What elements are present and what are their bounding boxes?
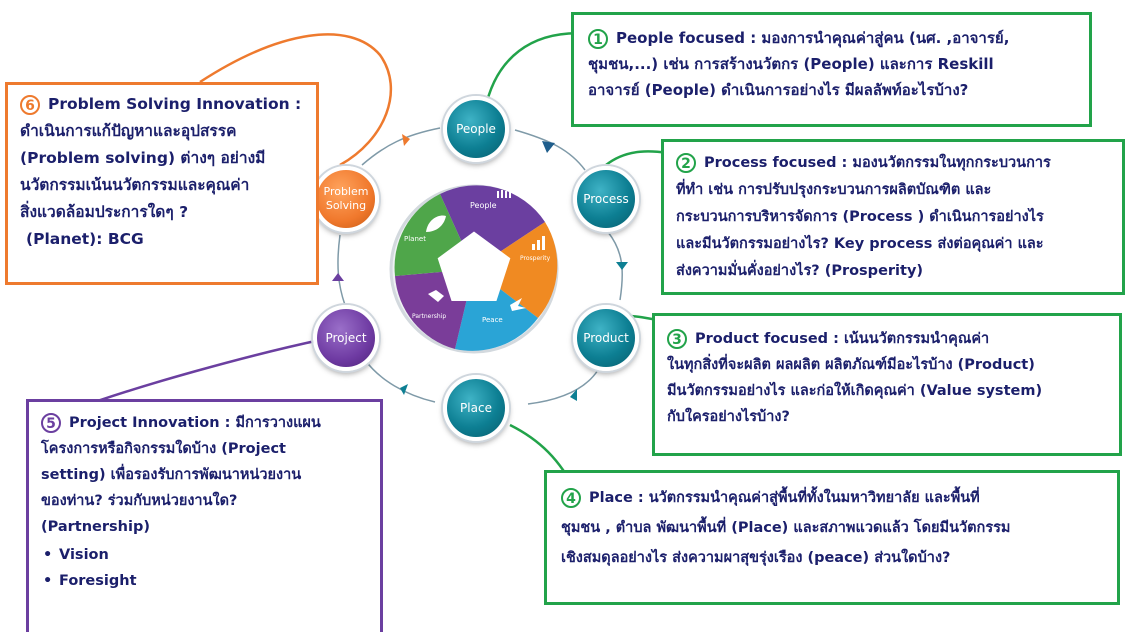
center-label-partnership: Partnership: [412, 313, 446, 320]
box2-line3: กระบวนการบริหารจัดการ (Process ) ดำเนินก…: [676, 209, 1044, 225]
cycle-ring: [337, 127, 623, 405]
box2-line1: Process focused : มองนวัตกรรมในทุกกระบวน…: [704, 155, 1051, 171]
center-label-planet: Planet: [404, 235, 426, 243]
box4-line2: ชุมชน , ตำบล พัฒนาพื้นที่ (Place) และสภา…: [561, 520, 1011, 536]
node-people-label: People: [456, 122, 496, 136]
handshake-icon: [428, 290, 444, 302]
box5-line3: setting) เพื่อรองรับการพัฒนาหน่วยงาน: [41, 467, 302, 483]
node-product-label: Product: [583, 331, 629, 345]
bullet-foresight: Foresight: [43, 568, 370, 594]
box5-line1: Project Innovation : มีการวางแผน: [69, 415, 321, 431]
box4-line3: เชิงสมดุลอย่างไร ส่งความผาสุขรุ่งเรือง (…: [561, 550, 951, 566]
box6-line2: ดำเนินการแก้ปัญหาและอุปสรรค: [20, 122, 237, 140]
node-people: People: [443, 96, 509, 162]
node-problem-solving: Problem Solving: [313, 166, 379, 232]
box5-bullet-list: Vision Foresight: [41, 542, 370, 594]
node-project-label: Project: [325, 331, 367, 345]
box6-line6: (Planet): BCG: [26, 230, 144, 248]
node-place-label: Place: [460, 401, 492, 415]
center-label-peace: Peace: [482, 316, 503, 324]
box6-line4: นวัตกรรมเน้นนวัตกรรมและคุณค่า: [20, 176, 250, 194]
box4-line1: Place : นวัตกรรมนำคุณค่าสู่พื้นที่ทั้งใน…: [589, 490, 980, 506]
box-project-innovation: 5 Project Innovation : มีการวางแผน โครงกา…: [26, 399, 383, 632]
dove-icon: [510, 298, 526, 311]
box3-number: 3: [667, 329, 687, 349]
leaf-icon: [426, 215, 446, 232]
box5-line4: ของท่าน? ร่วมกับหน่วยงานใด?: [41, 493, 238, 509]
box5-number: 5: [41, 413, 61, 433]
node-process-label: Process: [583, 192, 629, 206]
box5-line2: โครงการหรือกิจกรรมใดบ้าง (Project: [41, 441, 286, 457]
box3-line3: มีนวัตกรรมอย่างไร และก่อให้เกิดคุณค่า (V…: [667, 383, 1043, 399]
box2-line2: ที่ทำ เช่น การปรับปรุงกระบวนการผลิตบัณฑิ…: [676, 182, 992, 198]
box-problem-solving: 6 Problem Solving Innovation : ดำเนินการแ…: [5, 82, 319, 285]
box3-line2: ในทุกสิ่งที่จะผลิต ผลผลิต ผลิตภัณฑ์มีอะไ…: [667, 357, 1035, 373]
bullet-vision: Vision: [43, 542, 370, 568]
node-product: Product: [573, 305, 639, 371]
node-problem-solving-label: Problem Solving: [323, 185, 369, 212]
cycle-arrowheads: [332, 134, 628, 401]
connector-problem-box6: [199, 33, 393, 167]
box2-line4: และมีนวัตกรรมอย่างไร? Key process ส่งต่อ…: [676, 236, 1044, 252]
bar-chart-icon: [532, 236, 545, 250]
box1-line1: People focused : มองการนำคุณค่าสู่คน (นศ…: [616, 29, 1010, 47]
box5-line5: (Partnership): [41, 519, 150, 535]
box4-number: 4: [561, 488, 581, 508]
box-process-focused: 2 Process focused : มองนวัตกรรมในทุกกระบว…: [661, 139, 1125, 295]
node-process: Process: [573, 166, 639, 232]
box2-line5: ส่งความมั่นคั่งอย่างไร? (Prosperity): [676, 263, 924, 279]
box2-number: 2: [676, 153, 696, 173]
box-place: 4 Place : นวัตกรรมนำคุณค่าสู่พื้นที่ทั้งใ…: [544, 470, 1120, 605]
box6-line3: (Problem solving) ต่างๆ อย่างมี: [20, 149, 266, 167]
segment-prosperity: [474, 222, 558, 318]
box-people-focused: 1 People focused : มองการนำคุณค่าสู่คน (น…: [571, 12, 1092, 127]
box3-line4: กับใครอย่างไรบ้าง?: [667, 409, 790, 425]
node-project: Project: [313, 305, 379, 371]
box6-line5: สิ่งแวดล้อมประการใดๆ ?: [20, 203, 189, 221]
center-pentagon: [437, 231, 511, 301]
box1-line3: อาจารย์ (People) ดำเนินการอย่างไร มีผลลั…: [588, 81, 969, 99]
node-place: Place: [443, 375, 509, 441]
box1-line2: ชุมชน,...) เช่น การสร้างนวัตกร (People) …: [588, 55, 994, 73]
box6-number: 6: [20, 94, 40, 115]
box6-line1: Problem Solving Innovation :: [48, 95, 302, 113]
box3-line1: Product focused : เน้นนวัตกรรมนำคุณค่า: [695, 331, 990, 347]
center-label-prosperity: Prosperity: [520, 255, 551, 262]
box1-number: 1: [588, 28, 608, 49]
people-figures-icon: [497, 190, 511, 198]
center-label-people: People: [470, 201, 497, 210]
